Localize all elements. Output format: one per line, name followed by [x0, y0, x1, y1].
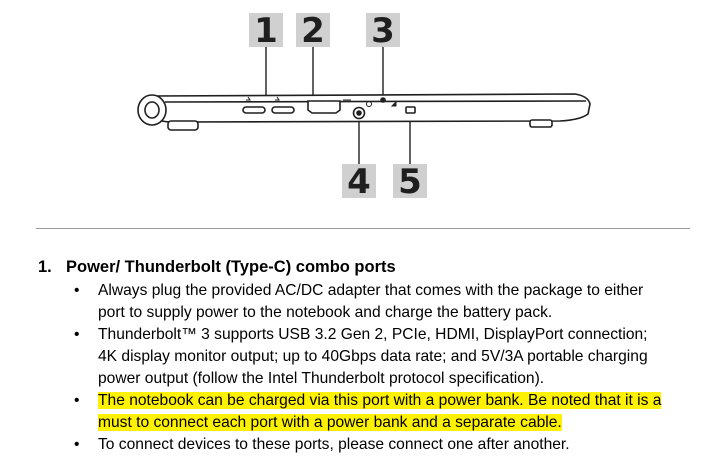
laptop-body [137, 93, 591, 131]
section-heading: 1. Power/ Thunderbolt (Type-C) combo port… [38, 256, 698, 278]
bullet-2-line-3: power output (follow the Intel Thunderbo… [98, 370, 545, 387]
bullet-1-line-1: Always plug the provided AC/DC adapter t… [98, 282, 644, 299]
bullet-3-line-2: must to connect each port with a power b… [98, 414, 562, 431]
callout-5-label: 5 [398, 162, 422, 202]
callout-1-label: 1 [254, 11, 278, 51]
bullet-2-line-1: Thunderbolt™ 3 supports USB 3.2 Gen 2, P… [98, 326, 648, 343]
callout-2-label: 2 [301, 11, 325, 51]
callout-4-label: 4 [347, 162, 371, 202]
callout-1: 1 [249, 11, 283, 51]
port-icons [246, 96, 397, 107]
bullet-item-1: Always plug the provided AC/DC adapter t… [74, 280, 698, 324]
callout-5: 5 [393, 162, 427, 202]
bullet-3-line-1: The notebook can be charged via this por… [98, 392, 662, 409]
port-description-section: 1. Power/ Thunderbolt (Type-C) combo port… [38, 256, 698, 456]
section-title: Power/ Thunderbolt (Type-C) combo ports [66, 258, 396, 276]
callout-2: 2 [296, 11, 330, 51]
bullet-4-line-1: To connect devices to these ports, pleas… [98, 436, 570, 453]
bullet-item-2: Thunderbolt™ 3 supports USB 3.2 Gen 2, P… [74, 324, 698, 390]
callout-4: 4 [342, 162, 376, 202]
callout-3: 3 [366, 11, 400, 51]
bullet-item-4: To connect devices to these ports, pleas… [74, 434, 698, 456]
section-divider [36, 228, 690, 229]
laptop-side-port-diagram: 1 2 3 4 5 [137, 11, 591, 202]
bullet-2-line-2: 4K display monitor output; up to 40Gbps … [98, 348, 648, 365]
bullet-list: Always plug the provided AC/DC adapter t… [38, 280, 698, 456]
bullet-item-3-highlighted: The notebook can be charged via this por… [74, 390, 698, 434]
section-number: 1. [38, 258, 52, 276]
bullet-1-line-2: port to supply power to the notebook and… [98, 304, 553, 321]
callout-3-label: 3 [371, 11, 395, 51]
